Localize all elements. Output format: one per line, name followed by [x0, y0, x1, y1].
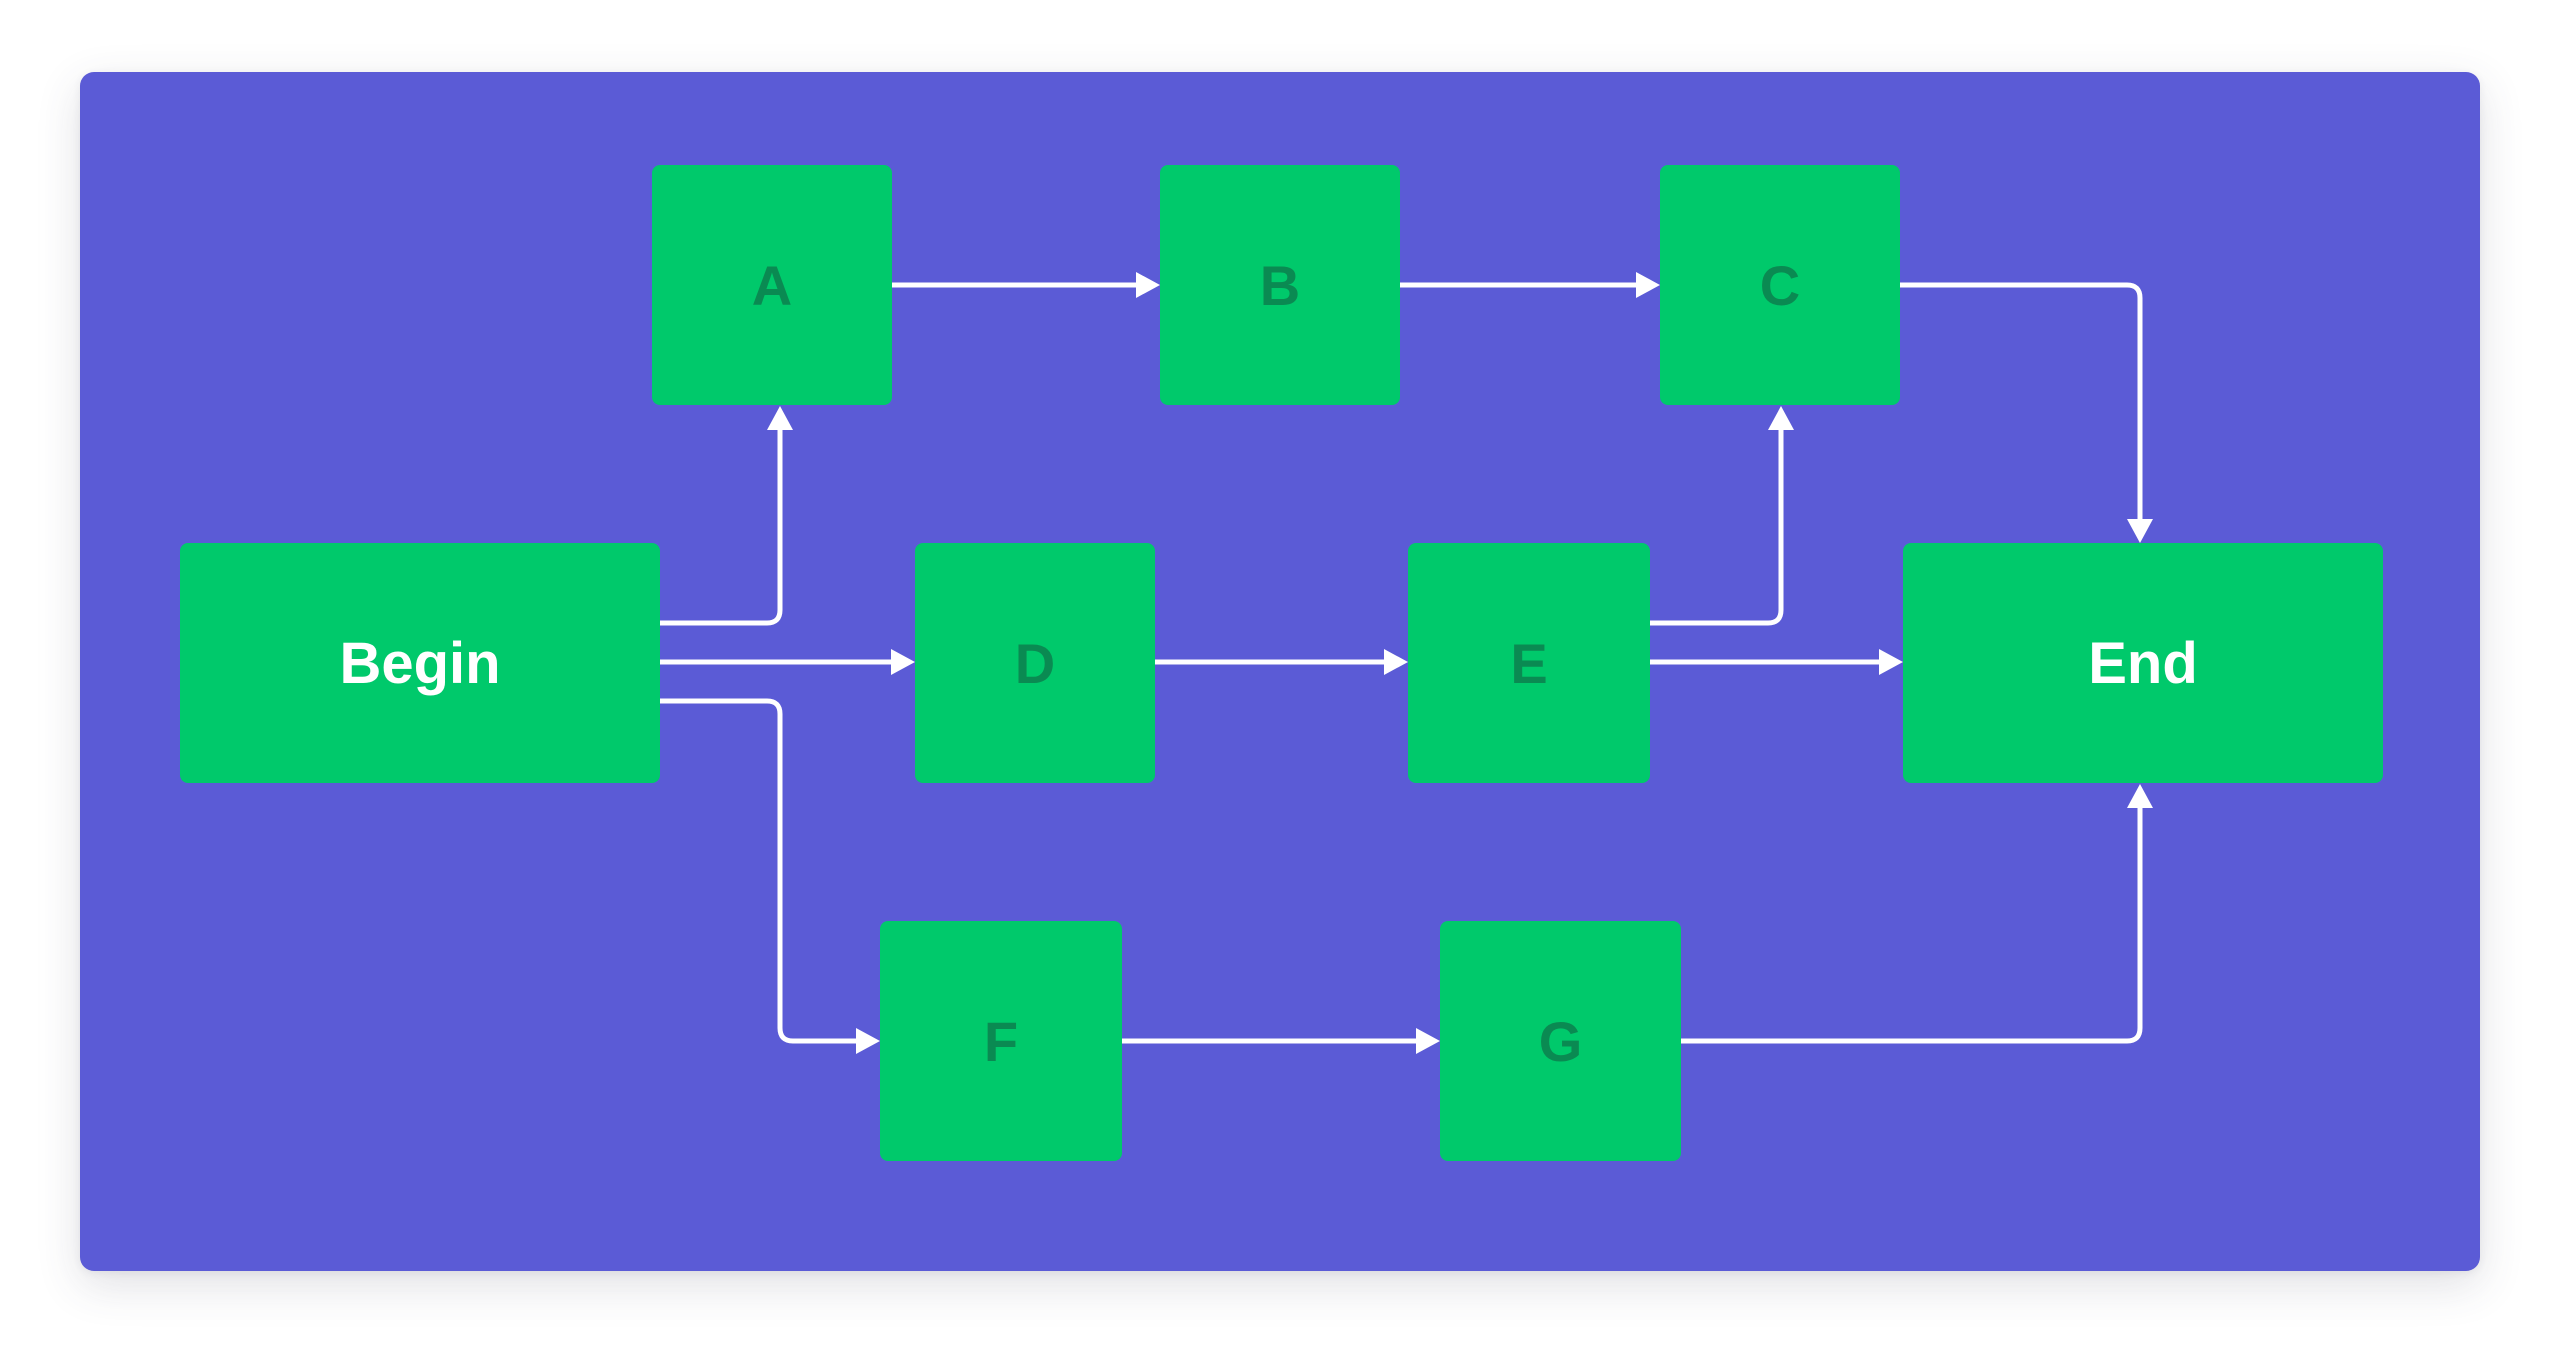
arrowhead-g-to-end	[2127, 784, 2153, 808]
arrowhead-begin-to-a	[767, 406, 793, 430]
edge-begin-to-a	[660, 428, 783, 626]
arrowhead-b-to-c	[1636, 272, 1660, 298]
arrowhead-begin-to-d	[891, 649, 915, 675]
arrowhead-begin-to-f	[856, 1028, 880, 1054]
edge-e-to-c	[1650, 428, 1784, 626]
arrowhead-d-to-e	[1384, 649, 1408, 675]
node-g[interactable]: G	[1440, 921, 1681, 1161]
node-f[interactable]: F	[880, 921, 1122, 1161]
node-end[interactable]: End	[1903, 543, 2383, 783]
node-b[interactable]: B	[1160, 165, 1400, 405]
node-e[interactable]: E	[1408, 543, 1650, 783]
arrowhead-a-to-b	[1136, 272, 1160, 298]
arrowhead-e-to-end	[1879, 649, 1903, 675]
edge-begin-to-f	[660, 698, 858, 1044]
arrowhead-e-to-c	[1768, 406, 1794, 430]
node-c[interactable]: C	[1660, 165, 1900, 405]
arrowhead-c-to-end	[2127, 519, 2153, 543]
node-a[interactable]: A	[652, 165, 892, 405]
edge-g-to-end	[1681, 806, 2143, 1044]
arrowhead-f-to-g	[1416, 1028, 1440, 1054]
node-d[interactable]: D	[915, 543, 1155, 783]
node-begin[interactable]: Begin	[180, 543, 660, 783]
edge-c-to-end	[1900, 282, 2143, 521]
